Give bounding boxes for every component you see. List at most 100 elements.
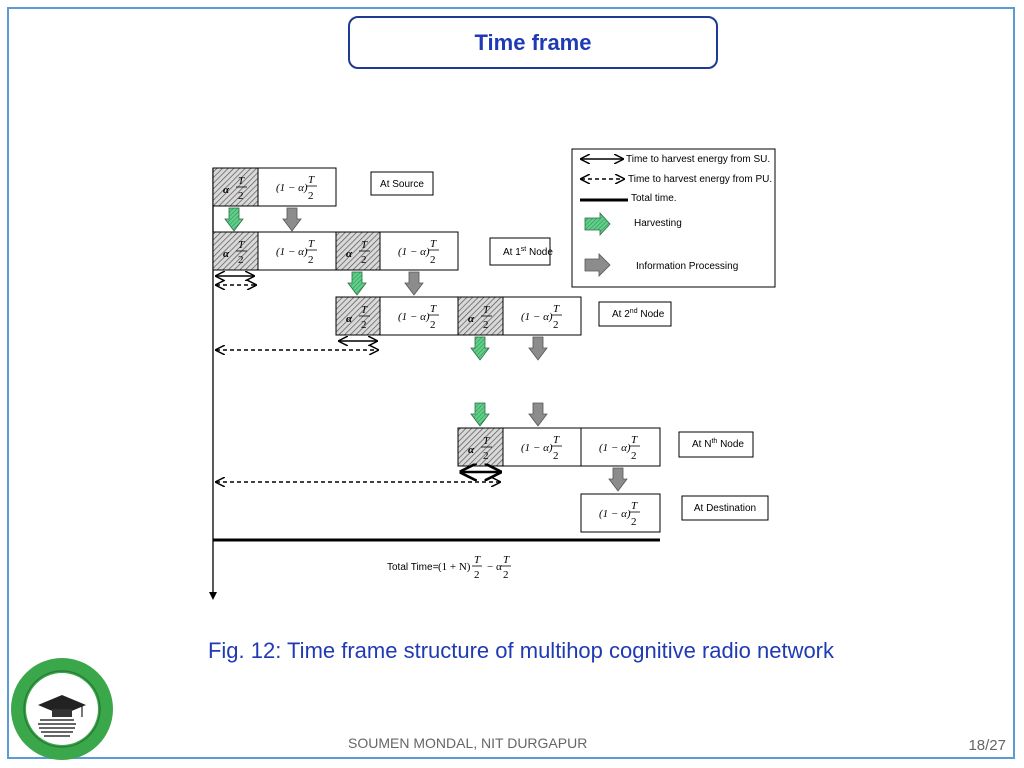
svg-text:(1 + N): (1 + N) [438,561,471,573]
one-minus-alpha-t-over-2: (1 − α)T 2 [521,303,562,331]
energy-harvest-arrows [216,276,500,482]
svg-text:(1 − α): (1 − α) [276,246,308,258]
svg-text:(1 − α): (1 − α) [398,311,430,323]
svg-text:T: T [503,554,510,566]
svg-text:T: T [553,434,560,446]
row-node-n: At Nth Node [457,427,754,467]
svg-text:(1 − α): (1 − α) [599,508,631,520]
harvesting-arrows [224,207,490,427]
row-node-1: At 1st Node [212,231,553,271]
svg-text:2: 2 [553,319,559,331]
svg-text:Information Processing: Information Processing [636,261,738,272]
svg-text:T: T [483,435,490,447]
svg-text:Time to harvest energy from SU: Time to harvest energy from SU. [626,154,770,165]
processing-arrow-icon [608,467,628,492]
svg-text:− α: − α [487,561,502,573]
svg-text:Harvesting: Harvesting [634,218,682,229]
svg-text:T: T [238,239,245,251]
processing-arrow-icon [584,253,611,277]
svg-text:2: 2 [631,516,637,528]
svg-text:T: T [631,500,638,512]
footer-author: SOUMEN MONDAL, NIT DURGAPUR [348,735,588,751]
svg-text:2: 2 [631,450,637,462]
harvesting-arrow-icon [347,271,367,296]
harvesting-arrow-icon [470,402,490,427]
slide-frame [7,7,1015,759]
svg-text:T: T [483,304,490,316]
slide-title: Time frame [474,29,592,55]
page-number: 18/27 [968,737,1006,754]
total-time-formula: Total Time= (1 + N) T 2 − α T 2 [387,554,511,581]
row-node-2: At 2nd Node [335,296,672,336]
row-source: At Source [212,167,434,207]
label-source: At Source [380,179,424,190]
svg-text:Total time.: Total time. [631,193,677,204]
figure-caption: Fig. 12: Time frame structure of multiho… [207,638,835,663]
processing-arrows [282,207,628,492]
svg-text:2: 2 [430,319,436,331]
svg-text:(1 − α): (1 − α) [521,311,553,323]
alpha-t-over-2: αT 2 [223,175,247,202]
label-box [370,171,434,196]
processing-slot [257,167,337,207]
label-node-1: At 1st Node [503,246,553,258]
svg-text:(1 − α): (1 − α) [599,442,631,454]
svg-text:Time to harvest energy from PU: Time to harvest energy from PU. [628,174,772,185]
slide-title-box: Time frame [348,16,718,69]
alpha-t-over-2: αT 2 [223,239,247,266]
svg-text:T: T [631,434,638,446]
svg-text:2: 2 [430,254,436,266]
label-node-n: At Nth Node [692,438,744,450]
svg-text:2: 2 [361,254,367,266]
one-minus-alpha-t-over-2: (1 − α)T 2 [599,434,640,462]
svg-text:Total Time=: Total Time= [387,562,439,573]
alpha-t-over-2: αT 2 [468,304,492,331]
svg-text:T: T [430,303,437,315]
svg-text:α: α [223,248,230,260]
one-minus-alpha-t-over-2: (1 − α)T 2 [599,500,640,528]
processing-arrow-icon [528,336,548,361]
label-destination: At Destination [694,503,756,514]
one-minus-alpha-t-over-2: (1 − α)T 2 [398,303,439,331]
one-minus-alpha-t-over-2: (1 − α)T 2 [276,238,317,266]
svg-text:α: α [468,444,475,456]
svg-text:2: 2 [553,450,559,462]
alpha-slot [212,167,259,207]
svg-text:2: 2 [238,254,244,266]
svg-text:T: T [308,174,315,186]
alpha-t-over-2: αT2 [346,239,370,266]
one-minus-alpha-t-over-2: (1 − α)T2 [398,238,439,266]
logo-seal [11,658,113,760]
harvesting-arrow-icon [470,336,490,361]
svg-text:T: T [308,238,315,250]
svg-text:T: T [238,175,245,187]
svg-text:2: 2 [238,190,244,202]
svg-text:T: T [553,303,560,315]
svg-text:2: 2 [483,319,489,331]
processing-arrow-icon [282,207,302,232]
svg-text:2: 2 [503,569,509,581]
processing-arrow-icon [528,402,548,427]
alpha-t-over-2: αT 2 [468,435,492,462]
svg-text:(1 − α): (1 − α) [398,246,430,258]
svg-text:(1 − α): (1 − α) [521,442,553,454]
alpha-t-over-2: αT 2 [346,304,370,331]
svg-text:2: 2 [474,569,480,581]
svg-text:T: T [361,304,368,316]
svg-text:(1 − α): (1 − α) [276,182,308,194]
svg-text:2: 2 [308,190,314,202]
svg-text:α: α [346,313,353,325]
svg-text:α: α [346,248,353,260]
time-axis-arrow-icon [209,592,217,600]
svg-text:2: 2 [361,319,367,331]
label-node-2: At 2nd Node [612,308,665,320]
one-minus-alpha-t-over-2: (1 − α)T 2 [276,174,317,202]
svg-text:2: 2 [308,254,314,266]
processing-formulas: (1 − α)T2(1 − α)T2(1 − α)T2(1 − α)T2(1 −… [276,174,640,528]
svg-text:2: 2 [483,450,489,462]
svg-text:α: α [468,313,475,325]
harvesting-arrow-icon [224,207,244,232]
svg-text:α: α [223,184,230,196]
